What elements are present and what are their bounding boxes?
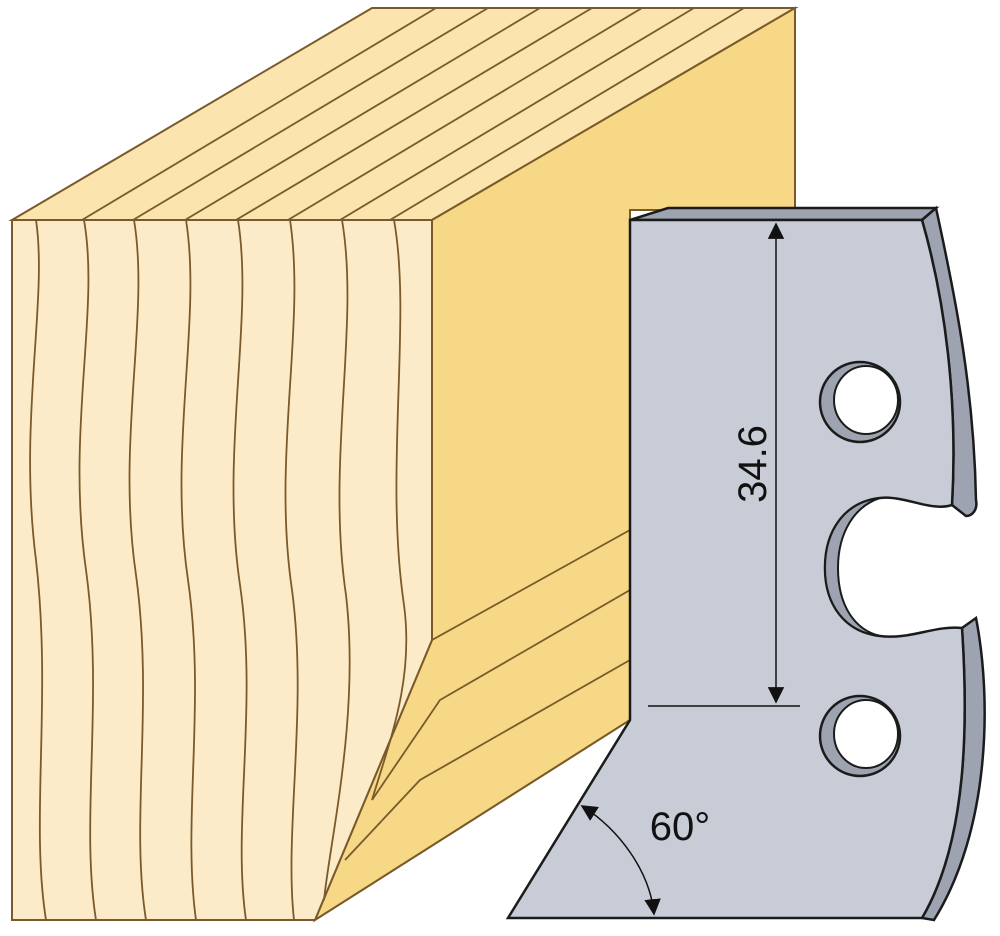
blade-slot-bevel: [823, 497, 881, 637]
angle-dimension-arc: [580, 805, 661, 916]
wood-profile-lines: [314, 529, 631, 921]
blade-top-bevel: [629, 206, 940, 222]
angle-dimension-label: 60°: [650, 805, 711, 849]
blade: [505, 205, 986, 922]
blade-hole-lower: [818, 694, 902, 778]
wood-block: [8, 6, 799, 923]
angle-dimension: 60°: [580, 805, 711, 916]
blade-hole-upper: [818, 360, 902, 444]
wood-front-face: [11, 219, 433, 921]
height-dimension: 34.6: [648, 222, 800, 707]
wood-top-grain: [81, 7, 745, 221]
height-dimension-label: 34.6: [731, 425, 775, 503]
wood-front-grain: [29, 219, 408, 921]
